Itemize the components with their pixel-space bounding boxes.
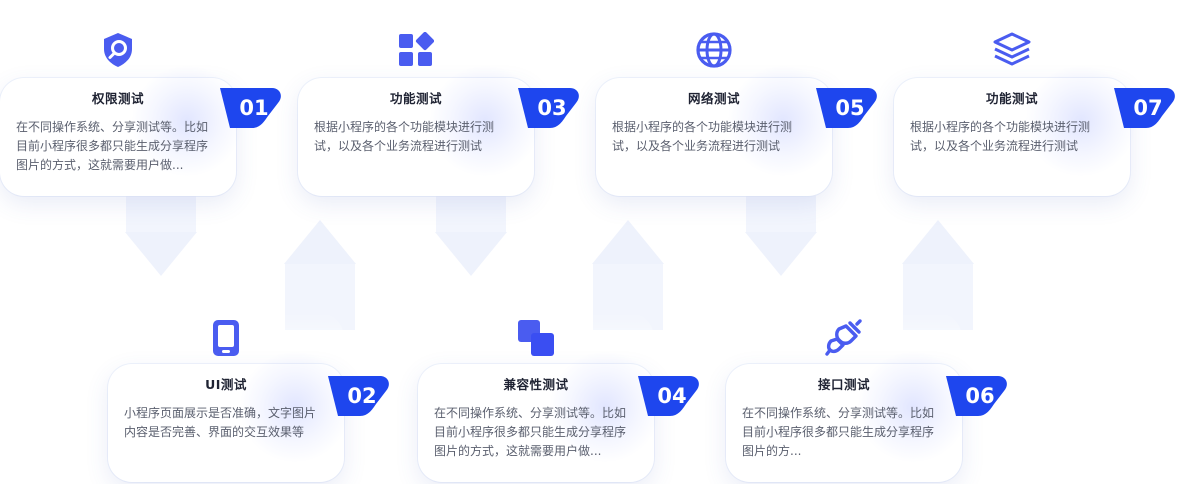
phone-icon [206,318,246,358]
card-title: 功能测试 [985,91,1038,106]
step-card-04: 兼容性测试 在不同操作系统、分享测试等。比如 目前小程序很多都只能生成分享程序 … [418,312,660,482]
desc-line: 内容是否完善、界面的交互效果等 [124,425,305,439]
card-panel [108,364,344,482]
desc-line: 目前小程序很多都只能生成分享程序 [16,139,209,153]
card-description: 根据小程序的各个功能模块进行测 试，以及各个业务流程进行测试 [910,118,1106,156]
card-glow [240,352,350,462]
step-badge-01: 01 [216,88,286,128]
card-description: 小程序页面展示是否准确，文字图片 内容是否完善、界面的交互效果等 [124,404,320,442]
arrow-down-2 [435,196,507,276]
step-number: 01 [239,96,269,120]
card-title: UI测试 [205,377,247,392]
card-title: 权限测试 [91,91,144,106]
plug-icon [824,318,864,358]
shield-search-icon [98,30,138,70]
desc-line: 在不同操作系统、分享测试等。比如 [16,120,209,134]
globe-icon [694,30,734,70]
card-description: 在不同操作系统、分享测试等。比如 目前小程序很多都只能生成分享程序 图片的方式，… [16,118,212,175]
card-panel [894,78,1130,196]
card-glow [858,352,968,462]
step-number: 06 [965,384,995,408]
arrow-down-3 [745,196,817,276]
arrow-down-1 [125,196,197,276]
card-title: 功能测试 [389,91,442,106]
step-badge-07: 07 [1110,88,1180,128]
desc-line: 目前小程序很多都只能生成分享程序 [434,425,627,439]
step-card-03: 功能测试 根据小程序的各个功能模块进行测 试，以及各个业务流程进行测试 [298,26,540,196]
step-badge-04: 04 [634,376,704,416]
desc-line: 根据小程序的各个功能模块进行测 [314,120,495,134]
arrow-up-3 [902,220,974,330]
blocks-icon [396,30,436,70]
card-glow [132,66,242,176]
step-card-01: 权限测试 在不同操作系统、分享测试等。比如 目前小程序很多都只能生成分享程序 图… [0,26,242,196]
card-glow [728,66,838,176]
card-panel [726,364,962,482]
desc-line: 在不同操作系统、分享测试等。比如 [434,406,627,420]
step-number: 07 [1133,96,1163,120]
card-title: 接口测试 [817,377,870,392]
step-card-02: UI测试 小程序页面展示是否准确，文字图片 内容是否完善、界面的交互效果等 [108,312,350,482]
desc-line: 试，以及各个业务流程进行测试 [612,139,781,153]
desc-line: 根据小程序的各个功能模块进行测 [612,120,793,134]
desc-line: 试，以及各个业务流程进行测试 [314,139,483,153]
desc-line: 图片的方式，这就需要用户做... [16,158,184,172]
overlap-squares-icon [516,318,556,358]
desc-line: 根据小程序的各个功能模块进行测 [910,120,1091,134]
card-title: 网络测试 [687,91,740,106]
step-number: 05 [835,96,865,120]
card-title: 兼容性测试 [503,377,569,392]
step-badge-03: 03 [514,88,584,128]
step-number: 02 [347,384,377,408]
desc-line: 图片的方式，这就需要用户做... [434,444,602,458]
step-card-05: 网络测试 根据小程序的各个功能模块进行测 试，以及各个业务流程进行测试 [596,26,838,196]
desc-line: 目前小程序很多都只能生成分享程序 [742,425,935,439]
step-card-07: 功能测试 根据小程序的各个功能模块进行测 试，以及各个业务流程进行测试 [894,26,1136,196]
card-glow [1026,66,1136,176]
card-description: 在不同操作系统、分享测试等。比如 目前小程序很多都只能生成分享程序 图片的方..… [742,404,938,461]
step-badge-02: 02 [324,376,394,416]
step-badge-05: 05 [812,88,882,128]
card-panel [0,78,236,196]
card-description: 在不同操作系统、分享测试等。比如 目前小程序很多都只能生成分享程序 图片的方式，… [434,404,630,461]
desc-line: 小程序页面展示是否准确，文字图片 [124,406,317,420]
card-panel [596,78,832,196]
card-panel [418,364,654,482]
step-badge-06: 06 [942,376,1012,416]
card-panel [298,78,534,196]
desc-line: 试，以及各个业务流程进行测试 [910,139,1079,153]
step-number: 03 [537,96,567,120]
desc-line: 图片的方... [742,444,802,458]
card-glow [430,66,540,176]
step-number: 04 [657,384,687,408]
step-card-06: 接口测试 在不同操作系统、分享测试等。比如 目前小程序很多都只能生成分享程序 图… [726,312,968,482]
card-description: 根据小程序的各个功能模块进行测 试，以及各个业务流程进行测试 [314,118,510,156]
card-glow [550,352,660,462]
layers-icon [992,30,1032,70]
desc-line: 在不同操作系统、分享测试等。比如 [742,406,935,420]
card-description: 根据小程序的各个功能模块进行测 试，以及各个业务流程进行测试 [612,118,808,156]
